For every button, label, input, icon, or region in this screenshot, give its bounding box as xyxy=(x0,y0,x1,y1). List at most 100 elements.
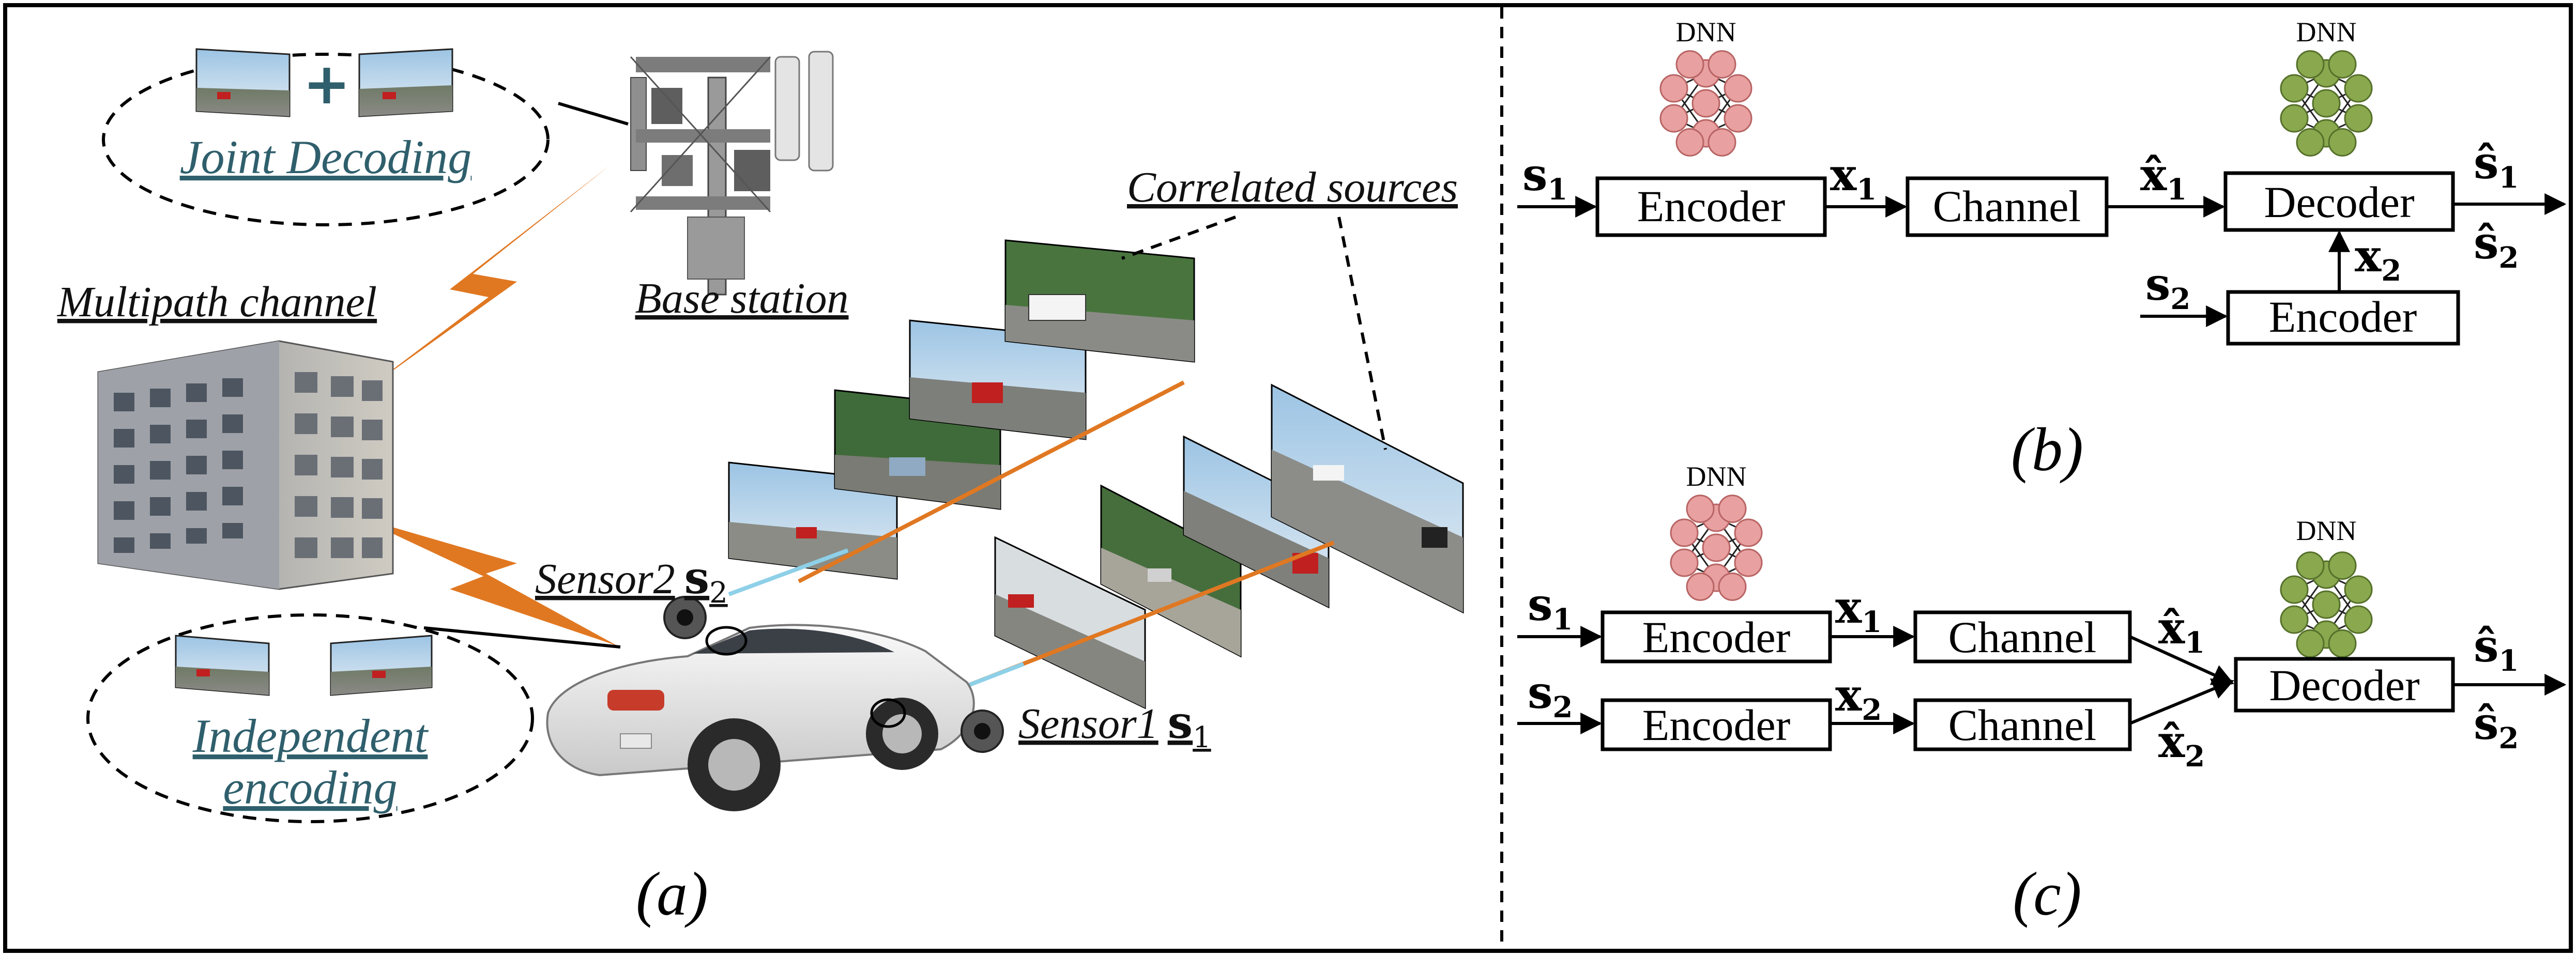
dnn-node xyxy=(1675,128,1704,157)
arrow-channel1-decoder-c xyxy=(2129,635,2234,685)
dnn-node xyxy=(1670,518,1699,547)
panel-b: DNN DNN s1 Encoder x1 Channel x̂1 Decode… xyxy=(1517,17,2567,484)
panel-b-label: (b) xyxy=(2011,415,2083,484)
frame-s1-2 xyxy=(1100,484,1242,658)
dnn-decoder-label: DNN xyxy=(2296,17,2357,48)
signal-x2: x2 xyxy=(2355,230,2401,288)
channel1-label-c: Channel xyxy=(1948,612,2097,662)
plus-sign: + xyxy=(303,51,350,117)
output-shat1-c: ŝ1 xyxy=(2474,620,2519,678)
input-s2: s2 xyxy=(2145,258,2190,316)
encoder2-block-c xyxy=(1601,698,1832,751)
signal-x2-c: x2 xyxy=(1835,669,1882,727)
encoder1-label-c: Encoder xyxy=(1642,612,1791,662)
figure-border xyxy=(3,3,2573,953)
independent-encoding-bubble xyxy=(86,613,534,823)
output-shat2: ŝ2 xyxy=(2474,217,2519,275)
dnn-node xyxy=(2312,590,2341,619)
signal-x1: x1 xyxy=(1830,149,1877,207)
multipath-channel-caption: Multipath channel xyxy=(57,278,377,326)
dnn-node xyxy=(1708,50,1736,79)
frame-s2-3 xyxy=(909,319,1087,440)
sensor1-mount-marker xyxy=(870,698,906,728)
joint-frame-left xyxy=(195,48,291,117)
dnn-decoder-label-c: DNN xyxy=(2296,515,2357,546)
dnn-node xyxy=(1691,89,1720,118)
dnn-node xyxy=(1702,533,1731,562)
signal-xhat1-c: x̂1 xyxy=(2158,602,2205,660)
dnn-node xyxy=(2328,629,2357,658)
channel1-block-c xyxy=(1913,610,2132,664)
dnn-node xyxy=(1724,104,1752,133)
input-s2-c: s2 xyxy=(1528,667,1573,724)
dnn-node xyxy=(2296,50,2325,79)
sensor2-mount-marker xyxy=(705,626,748,656)
base-station-image xyxy=(630,51,834,296)
panel-a-label: (a) xyxy=(636,859,708,928)
channel2-label-c: Channel xyxy=(1948,700,2097,750)
dnn-node xyxy=(2328,50,2357,79)
channel-label: Channel xyxy=(1933,181,2081,231)
dnn-node xyxy=(1670,548,1699,577)
channel2-block-c xyxy=(1913,698,2132,751)
dnn-node xyxy=(2296,629,2325,658)
car-image xyxy=(546,624,975,811)
dnn-encoder-icon xyxy=(1659,50,1752,157)
dnn-node xyxy=(2344,575,2373,604)
encoding-caption: encoding xyxy=(223,761,397,814)
dnn-node xyxy=(2344,74,2373,103)
source-frames-sensor1 xyxy=(994,383,1464,710)
dnn-node xyxy=(2296,128,2325,157)
signal-x1-c: x1 xyxy=(1835,581,1882,639)
dnn-node xyxy=(1734,518,1763,547)
encoding-to-car-line xyxy=(423,626,621,649)
encoder2-label: Encoder xyxy=(2269,292,2417,342)
frame-s2-4 xyxy=(1004,239,1195,363)
dnn-node xyxy=(1659,104,1688,133)
joint-to-station-line xyxy=(558,102,629,126)
building-image xyxy=(97,340,394,590)
dnn-node xyxy=(1718,572,1747,601)
joint-decoding-bubble xyxy=(102,53,550,226)
input-s1: s1 xyxy=(1522,149,1567,207)
lightning-bolt-lower xyxy=(357,517,618,646)
signal-xhat1: x̂1 xyxy=(2140,149,2187,207)
joint-decoding-caption: Joint Decoding xyxy=(180,131,472,183)
frame-s1-1 xyxy=(994,536,1146,710)
dnn-decoder-icon-c xyxy=(2280,551,2373,658)
frame-s1-4 xyxy=(1271,383,1464,614)
dnn-node xyxy=(1686,495,1715,523)
panel-c: DNN DNN s1 Encoder x1 Channel s2 Encoder… xyxy=(1517,461,2567,928)
input-s1-c: s1 xyxy=(1528,579,1573,637)
sensor1-camera xyxy=(961,710,1004,753)
decoder-block-c xyxy=(2234,657,2455,713)
dnn-node xyxy=(2344,605,2373,634)
independent-frame-right xyxy=(330,635,433,696)
dnn-node xyxy=(1708,128,1736,157)
correlated-sources-caption: Correlated sources xyxy=(1127,163,1458,211)
decoder-label: Decoder xyxy=(2264,177,2414,227)
source-frames-sensor2 xyxy=(728,239,1195,580)
dnn-encoder-label-c: DNN xyxy=(1686,461,1747,492)
dnn-node xyxy=(2328,551,2357,580)
dnn-node xyxy=(1659,74,1688,103)
correlated-leader-left xyxy=(1121,215,1237,260)
dnn-node xyxy=(1724,74,1752,103)
dnn-node xyxy=(2280,605,2309,634)
dnn-node xyxy=(2280,104,2309,133)
encoder2-label-c: Encoder xyxy=(1642,700,1791,750)
frame-s1-3 xyxy=(1183,435,1330,609)
panel-a: + Joint Decoding Base station xyxy=(57,48,1464,928)
channel-block xyxy=(1906,176,2109,237)
base-station-caption: Base station xyxy=(635,274,849,322)
decoder-label-c: Decoder xyxy=(2269,660,2419,710)
encoder1-label: Encoder xyxy=(1637,181,1786,231)
dnn-node xyxy=(1675,50,1704,79)
dnn-node xyxy=(2344,104,2373,133)
dnn-node xyxy=(1734,548,1763,577)
output-shat2-c: ŝ2 xyxy=(2474,698,2519,755)
